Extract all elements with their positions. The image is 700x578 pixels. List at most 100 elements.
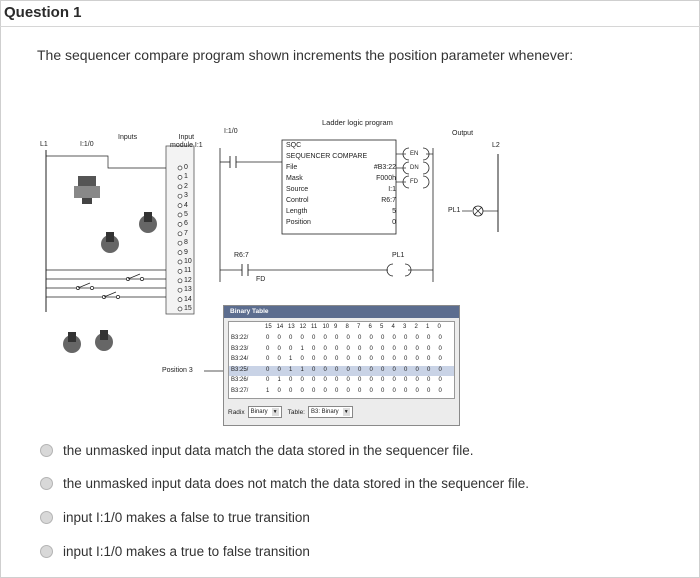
bit-cell: 1 — [266, 387, 270, 394]
block-line: SQC — [286, 142, 302, 149]
terminal-screw — [177, 287, 183, 293]
bit-cell: 0 — [266, 345, 270, 352]
bit-cell: 0 — [358, 356, 362, 362]
bit-cell: 0 — [404, 366, 408, 373]
bit-cell: 0 — [335, 356, 339, 362]
block-line: File — [286, 164, 298, 171]
radio-button[interactable] — [40, 544, 53, 558]
pushbutton-icon — [74, 176, 100, 204]
bit-cell: 0 — [312, 387, 316, 394]
bit-cell: 0 — [369, 356, 373, 362]
bit-cell: 0 — [392, 356, 396, 362]
option-2-text: the unmasked input data does not match t… — [63, 475, 530, 491]
bit-cell: 1 — [289, 356, 293, 362]
contact-fd-label: FD — [256, 276, 266, 283]
bit-header: 15 — [265, 324, 272, 330]
bit-cell: 0 — [415, 377, 419, 383]
bit-header: 11 — [311, 324, 318, 330]
bit-cell: 0 — [335, 387, 339, 394]
bit-cell: 0 — [335, 335, 339, 341]
table-select[interactable]: B3: Binary▼ — [308, 406, 353, 418]
terminal-screw — [177, 240, 183, 246]
option-3[interactable]: input I:1/0 makes a false to true transi… — [40, 507, 310, 527]
output-label: Output — [452, 130, 474, 137]
chevron-down-icon: ▼ — [342, 408, 350, 416]
bit-cell: 0 — [392, 345, 396, 352]
bit-header: 5 — [380, 324, 384, 330]
bit-cell: 0 — [300, 377, 304, 383]
bit-cell: 0 — [369, 335, 373, 341]
bit-cell: 0 — [381, 335, 385, 341]
bit-cell: 0 — [427, 366, 431, 373]
terminal-screw — [177, 259, 183, 265]
radio-button[interactable] — [40, 476, 53, 490]
bit-cell: 0 — [289, 335, 293, 341]
terminal-screw — [177, 269, 183, 274]
block-value-source: I:1 — [388, 186, 396, 193]
bit-cell: 0 — [381, 356, 385, 362]
bit-cell: 0 — [312, 356, 316, 362]
bit-cell: 0 — [277, 387, 281, 394]
bit-header: 4 — [391, 324, 395, 330]
terminal-label: 5 — [184, 211, 188, 218]
bit-cell: 0 — [438, 335, 442, 341]
option-4[interactable]: input I:1/0 makes a true to false transi… — [40, 541, 310, 561]
terminal-label: 8 — [184, 239, 188, 247]
bit-cell: 0 — [335, 345, 339, 352]
option-2[interactable]: the unmasked input data does not match t… — [40, 473, 529, 493]
terminal-label: 10 — [184, 258, 192, 265]
position-label: Position 3 — [162, 367, 193, 374]
bit-cell: 0 — [392, 335, 396, 341]
terminal-label: 3 — [184, 192, 188, 200]
bit-cell: 0 — [404, 387, 408, 394]
terminal-screw — [177, 212, 183, 218]
binary-table-footer: Radix Binary▼ Table: B3: Binary▼ — [228, 404, 359, 420]
terminal-screw — [177, 175, 183, 180]
bit-cell: 0 — [323, 377, 327, 383]
bit-cell: 0 — [346, 387, 350, 394]
bit-cell: 0 — [427, 356, 431, 362]
terminal-screw — [177, 184, 183, 190]
question-text: The sequencer compare program shown incr… — [37, 47, 574, 63]
terminal-label: 11 — [184, 267, 192, 275]
bit-cell: 0 — [266, 377, 270, 383]
bit-cell: 0 — [381, 387, 385, 394]
row-address: B3:22/ — [231, 335, 249, 341]
block-line: SEQUENCER COMPARE — [286, 153, 368, 160]
table-label: Table: — [287, 408, 305, 416]
contact-i10-label: I:1/0 — [224, 128, 238, 135]
radio-button[interactable] — [40, 510, 53, 524]
block-value-position: 0 — [392, 219, 396, 226]
bit-cell: 0 — [266, 356, 270, 362]
bit-cell: 0 — [369, 345, 373, 352]
bit-cell: 1 — [277, 377, 281, 383]
bit-cell: 0 — [266, 335, 270, 341]
terminal-label: 13 — [184, 286, 192, 294]
bit-header: 2 — [414, 324, 418, 330]
bit-cell: 0 — [300, 387, 304, 394]
terminal-label: 2 — [184, 182, 188, 190]
terminal-label: 0 — [184, 164, 188, 171]
bit-cell: 0 — [323, 345, 327, 352]
radio-button[interactable] — [40, 443, 53, 457]
bit-header: 0 — [437, 324, 441, 330]
bit-cell: 0 — [358, 366, 362, 373]
input-module-label: Input module I:1 — [170, 134, 203, 149]
terminal-screw — [177, 306, 183, 312]
bit-header: 9 — [334, 324, 338, 330]
bit-header: 1 — [426, 324, 430, 330]
bit-cell: 0 — [392, 377, 396, 383]
wiring-diagram — [45, 139, 499, 372]
option-1[interactable]: the unmasked input data match the data s… — [40, 440, 474, 460]
radix-select[interactable]: Binary▼ — [247, 406, 282, 418]
bit-cell: 0 — [323, 356, 327, 362]
terminal-label: 4 — [184, 201, 188, 209]
bit-cell: 0 — [438, 345, 442, 352]
bit-cell: 0 — [415, 366, 419, 373]
block-line: Source — [286, 186, 309, 193]
bit-cell: 0 — [277, 356, 281, 362]
